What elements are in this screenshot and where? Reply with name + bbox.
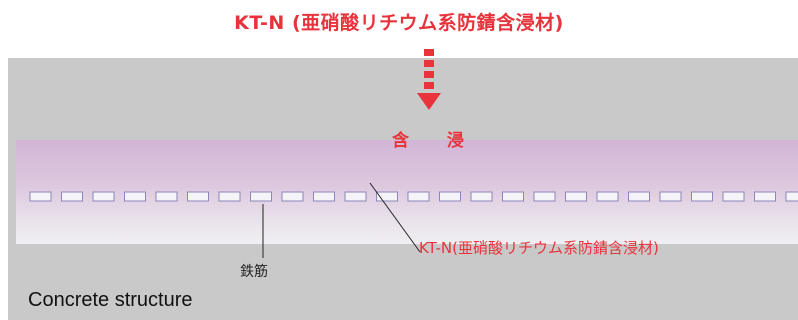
rebar-dash (155, 191, 178, 202)
rebar-dash (376, 191, 398, 202)
rebar-dash (470, 191, 493, 202)
rebar-dash (722, 191, 745, 202)
rebar-label: 鉄筋 (240, 264, 268, 280)
rebar-dash (313, 191, 335, 202)
rebar-dashes (29, 191, 798, 202)
impregnation-label: 含 浸 (392, 131, 480, 151)
rebar-dash (439, 191, 461, 202)
rebar-dash (344, 191, 367, 202)
rebar-dash (250, 191, 272, 202)
rebar-dash (281, 191, 304, 202)
kt-leader-line (369, 182, 421, 253)
rebar-dash (502, 191, 524, 202)
rebar-dash (61, 191, 83, 202)
concrete-structure-label: Concrete structure (28, 289, 193, 311)
rebar-dash (187, 191, 209, 202)
rebar-dash (785, 191, 798, 202)
kt-n-label: KT-N(亜硝酸リチウム系防錆含浸材) (419, 239, 659, 257)
rebar-dash (659, 191, 682, 202)
rebar-dash (596, 191, 619, 202)
rebar-dash (628, 191, 650, 202)
diagram-title: KT-N (亜硝酸リチウム系防錆含浸材) (234, 12, 564, 34)
rebar-dash (92, 191, 115, 202)
rebar-dash (407, 191, 430, 202)
rebar-dash (29, 191, 52, 202)
rebar-dash (754, 191, 776, 202)
rebar-dash (124, 191, 146, 202)
rebar-dash (691, 191, 713, 202)
rebar-dash (565, 191, 587, 202)
rebar-dash (218, 191, 241, 202)
rebar-dash (533, 191, 556, 202)
